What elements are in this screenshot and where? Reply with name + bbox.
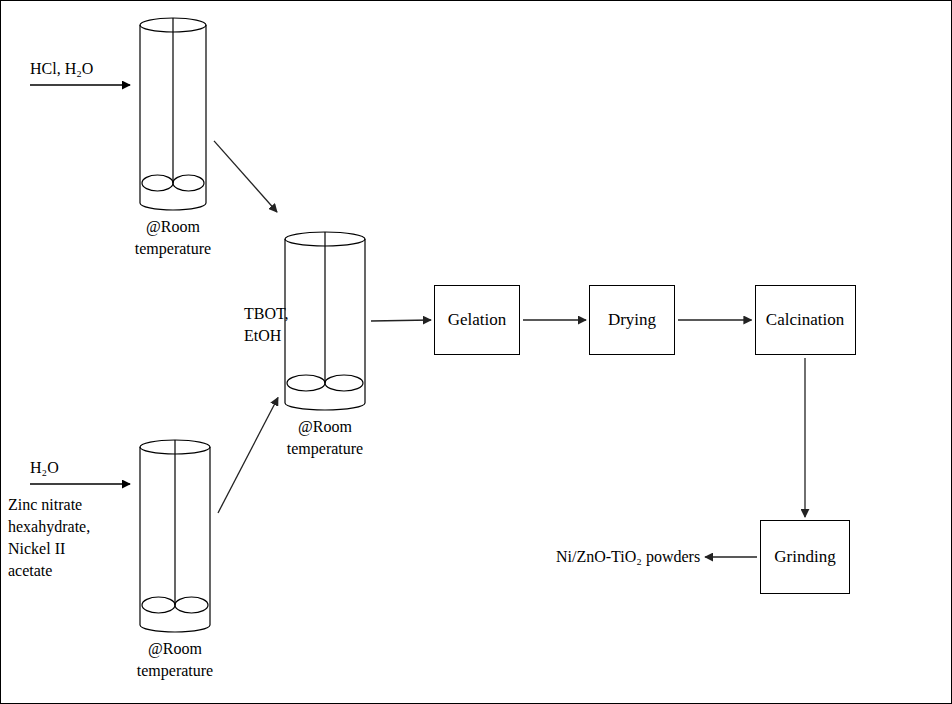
- process-box: Grinding: [760, 520, 850, 594]
- step-label: Drying: [608, 310, 656, 330]
- vessel-part: [174, 440, 175, 605]
- mixing-vessel: @Room temperature: [140, 440, 210, 632]
- process-box: Drying: [589, 285, 675, 355]
- step-label: Grinding: [774, 547, 835, 567]
- flow-arrow: [214, 141, 277, 212]
- step-label: Calcination: [766, 310, 844, 330]
- vessel-part: [205, 25, 206, 203]
- vessel-part: [173, 175, 204, 191]
- process-box: Calcination: [755, 285, 856, 355]
- input-arrow: [30, 84, 130, 85]
- vessel-part: [285, 403, 365, 410]
- vessel-part: [142, 175, 173, 191]
- annotation-text: HCl, H₂O: [30, 58, 93, 80]
- annotation-text: Ni/ZnO-TiO₂ powders: [556, 546, 700, 568]
- condition-label: @Room temperature: [125, 216, 221, 260]
- vessel-part: [209, 447, 210, 625]
- stirred-vessel: [139, 17, 207, 211]
- vessel-part: [140, 203, 206, 210]
- vessel-part: [175, 597, 208, 613]
- vessel-part: [325, 375, 363, 391]
- condition-label: @Room temperature: [277, 416, 373, 460]
- vessel-part: [142, 597, 175, 613]
- vessel-part: [324, 232, 325, 383]
- flow-arrow: [804, 358, 805, 517]
- flow-arrow: [371, 320, 431, 321]
- annotation-text: TBOT, EtOH: [244, 303, 292, 347]
- output-arrow: [705, 556, 757, 557]
- vessel-part: [364, 239, 365, 403]
- step-label: Gelation: [448, 310, 507, 330]
- stirred-vessel: [139, 439, 211, 633]
- flow-arrow: [678, 319, 752, 320]
- flow-arrow: [218, 398, 278, 513]
- vessel-part: [287, 375, 325, 391]
- condition-label: @Room temperature: [127, 638, 223, 682]
- annotation-text: Zinc nitrate hexahydrate, Nickel II acet…: [8, 494, 112, 582]
- annotation-text: H₂O: [30, 457, 59, 479]
- vessel-part: [139, 447, 140, 625]
- vessel-part: [139, 25, 140, 203]
- stirred-vessel: [284, 231, 366, 411]
- mixing-vessel: @Room temperature: [140, 18, 206, 210]
- flow-arrow: [523, 319, 586, 320]
- vessel-part: [172, 18, 173, 183]
- input-arrow: [30, 483, 130, 484]
- mixing-vessel: @Room temperature: [285, 232, 365, 410]
- vessel-part: [140, 625, 210, 632]
- process-box: Gelation: [434, 285, 520, 355]
